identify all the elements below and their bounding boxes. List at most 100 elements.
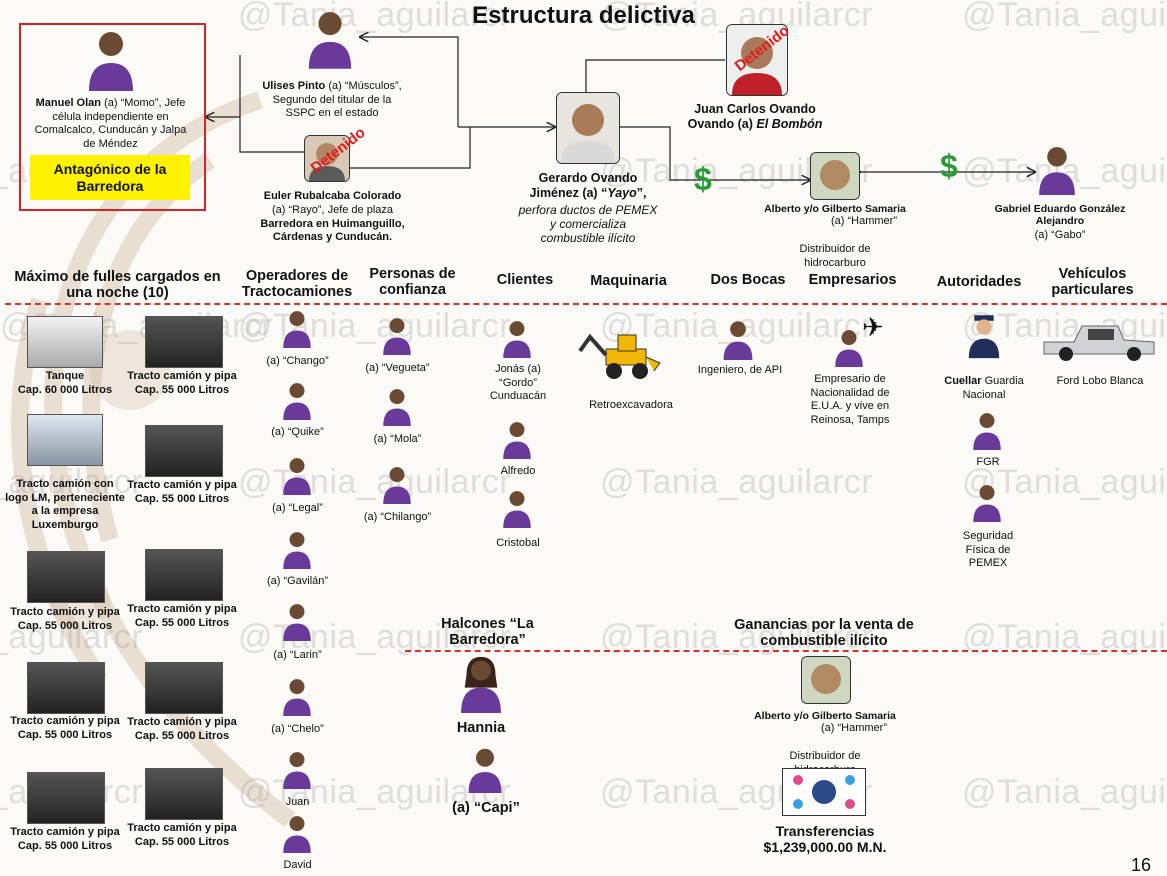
alberto-alias: (a) “Hammer” — [831, 215, 897, 227]
person-icon — [283, 532, 311, 569]
header-empresarios: Empresarios — [808, 272, 897, 288]
pipa-truck-image — [145, 425, 223, 477]
alberto-photo — [810, 152, 860, 200]
dollar-icon: $ — [694, 161, 712, 197]
person-icon — [283, 383, 311, 420]
tanque-image — [27, 316, 103, 368]
tanque-line2: Cap. 60 000 Litros — [17, 383, 113, 396]
maquinaria-label: Retroexcavadora — [589, 399, 673, 411]
pipa-truck-image — [145, 662, 223, 714]
ganancias-header: Ganancias por la venta de combustible il… — [734, 617, 914, 649]
female-person-icon — [461, 656, 501, 713]
dosbocas-label: Ingeniero, de API — [697, 364, 783, 376]
operador-label: David — [283, 859, 312, 871]
cliente-label: Alfredo — [500, 465, 536, 477]
gerardo-line2-end: ”, — [636, 186, 647, 200]
pipa-line2: Cap. 55 000 Litros — [134, 383, 230, 396]
euler-desc-2: Barredora en Huimanguillo, Cárdenas y Cu… — [260, 217, 405, 244]
operador-label: (a) “Larin” — [273, 649, 322, 661]
alberto-role: Distribuidor de hidrocarburo — [799, 243, 871, 269]
section-divider — [405, 650, 1167, 652]
antagonico-label: Antagónico de la Barredora — [53, 161, 167, 194]
halcones-header: Halcones “La Barredora” — [441, 616, 534, 648]
person-icon — [283, 311, 311, 348]
pipa-line2: Cap. 55 000 Litros — [17, 728, 113, 741]
pipa-truck-image — [145, 316, 223, 368]
pipa-truck-image — [145, 549, 223, 601]
gerardo-desc: perfora ductos de PEMEX y comercializa c… — [518, 203, 658, 245]
vehiculo-label: Ford Lobo Blanca — [1056, 375, 1144, 387]
pemex-security-label: Seguridad Física de PEMEX — [962, 530, 1014, 569]
capi-label: (a) “Capi” — [452, 800, 520, 816]
money-transfer-icon — [782, 768, 866, 816]
pipa-line1: Tracto camión y pipa — [10, 606, 120, 618]
ganancias-name: Alberto y/o Gilberto Samaria — [754, 710, 896, 722]
olan-desc: (a) “Momo”, Jefe célula independiente en… — [34, 97, 187, 150]
person-icon — [383, 389, 411, 426]
ovando-jc-line2: Ovando (a) — [687, 117, 753, 131]
person-icon — [383, 467, 411, 504]
gerardo-alias: Yayo — [607, 186, 637, 200]
person-icon — [503, 491, 531, 528]
person-icon — [383, 318, 411, 355]
person-icon — [1039, 147, 1075, 195]
pipa-truck-image — [145, 768, 223, 820]
pipa-line1: Tracto camión y pipa — [127, 479, 237, 491]
pipa-line1: Tracto camión y pipa — [10, 715, 120, 727]
pipa-line2: Cap. 55 000 Litros — [134, 492, 230, 505]
header-confianza: Personas de confianza — [369, 266, 456, 298]
gerardo-photo — [556, 92, 620, 164]
transfer-label: Transferencias — [775, 823, 875, 839]
pipa-line2: Cap. 55 000 Litros — [17, 619, 113, 632]
hannia-label: Hannia — [456, 720, 506, 736]
transfer-amount: $1,239,000.00 M.N. — [763, 839, 887, 855]
ovando-jc-line1: Juan Carlos Ovando — [694, 102, 816, 116]
pipa-line2: Cap. 55 000 Litros — [17, 839, 113, 852]
person-icon — [468, 748, 502, 793]
gabriel-name: Gabriel Eduardo González Alejandro — [994, 203, 1126, 227]
empresario-label: Empresario de Nacionalidad de E.U.A. y v… — [810, 373, 890, 426]
header-vehiculos: Vehículos particulares — [1051, 266, 1134, 298]
page-number: 16 — [1131, 855, 1152, 875]
pinto-desc: (a) “Músculos”, Segundo del titular de l… — [272, 80, 402, 119]
alberto-name: Alberto y/o Gilberto Samaria — [764, 203, 906, 215]
header-maquinaria: Maquinaria — [590, 273, 667, 289]
gerardo-line1: Gerardo Ovando — [538, 171, 638, 185]
ganancias-alias: (a) “Hammer” — [821, 722, 887, 734]
header-clientes: Clientes — [496, 272, 554, 288]
police-officer-icon — [968, 315, 1000, 359]
cuellar-role: Guardia Nacional — [962, 375, 1024, 401]
confianza-label: (a) “Chilango” — [363, 511, 432, 523]
pipa-truck-image — [27, 551, 105, 603]
confianza-label: (a) “Vegueta” — [365, 362, 430, 374]
pipa-line1: Tracto camión y pipa — [127, 716, 237, 728]
euler-photo — [304, 135, 350, 182]
euler-name: Euler Rubalcaba Colorado — [263, 190, 402, 202]
operador-label: (a) “Chelo” — [271, 723, 324, 735]
pipa-line1: Tracto camión y pipa — [127, 603, 237, 615]
ovando-jc-alias: El Bombón — [756, 117, 823, 131]
person-icon — [283, 458, 311, 495]
pipa-line1: Tracto camión y pipa — [127, 370, 237, 382]
pinto-name: Ulises Pinto — [262, 80, 326, 92]
pipa-line2: Cap. 55 000 Litros — [134, 835, 230, 848]
tanque-line1: Tanque — [45, 370, 85, 382]
section-divider — [5, 303, 1167, 305]
person-icon — [503, 321, 531, 358]
person-icon — [89, 32, 133, 91]
pickup-truck-icon — [1043, 325, 1155, 361]
person-icon — [283, 604, 311, 641]
gerardo-line2: Jiménez (a) “ — [529, 186, 608, 200]
pipa-truck-image — [27, 662, 105, 714]
ovando-jc-photo — [726, 24, 788, 96]
pipa-truck-image — [27, 772, 105, 824]
lm-truck-image — [27, 414, 103, 466]
person-icon — [973, 413, 1001, 450]
pipa-line1: Tracto camión y pipa — [10, 826, 120, 838]
operador-label: (a) “Legal” — [272, 502, 323, 514]
page-title: Estructura delictiva — [472, 2, 695, 29]
header-operadores: Operadores de Tractocamiones — [241, 268, 353, 300]
person-icon — [835, 330, 863, 367]
fgr-label: FGR — [976, 456, 1000, 468]
